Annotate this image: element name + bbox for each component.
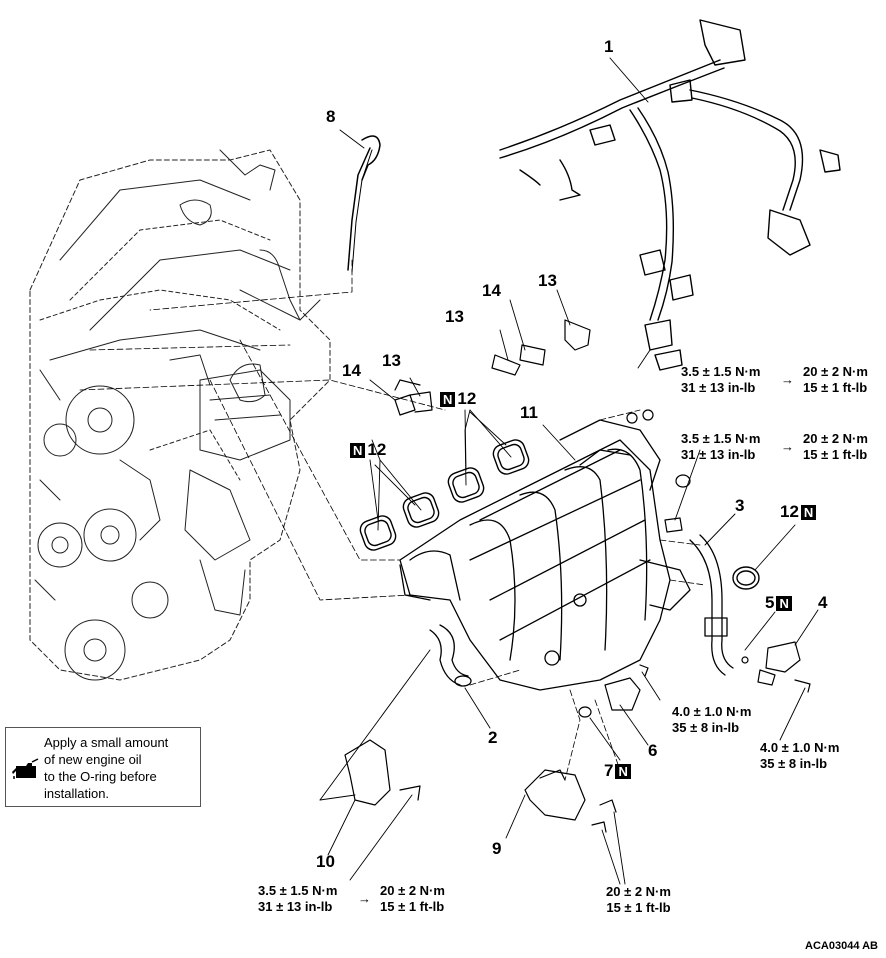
callout-9: 9 xyxy=(492,839,502,858)
callout-14-left: 14 xyxy=(342,361,361,380)
callout-13-right: 13 xyxy=(538,271,557,290)
brackets-art xyxy=(394,319,591,416)
intake-manifold-art xyxy=(399,419,691,691)
new-part-badge: N xyxy=(350,443,366,459)
torque-spec-10: 3.5 ± 1.5 N·m 31 ± 13 in-lb → 20 ± 2 N·m… xyxy=(258,883,445,914)
callout-13-mid: 13 xyxy=(445,307,464,326)
component-6-art xyxy=(578,664,649,718)
callout-8: 8 xyxy=(326,107,336,126)
torque-spec-manifold: 3.5 ± 1.5 N·m 31 ± 13 in-lb → 20 ± 2 N·m… xyxy=(681,431,868,462)
callout-14-right: 14 xyxy=(482,281,501,300)
torque-spec-9: 20 ± 2 N·m 15 ± 1 ft-lb xyxy=(606,884,671,915)
bracket-9-art xyxy=(524,769,617,833)
new-part-badge: N xyxy=(776,596,792,612)
component-4-art xyxy=(741,641,811,693)
callout-4: 4 xyxy=(818,593,828,612)
callout-2: 2 xyxy=(488,728,498,747)
torque-spec-4: 4.0 ± 1.0 N·m 35 ± 8 in-lb xyxy=(760,740,840,771)
oil-note-text: Apply a small amount of new engine oil t… xyxy=(44,735,169,801)
callout-1: 1 xyxy=(604,37,614,56)
bracket-10-art xyxy=(344,739,421,806)
arrow-right-icon: → xyxy=(781,372,794,387)
callout-6: 6 xyxy=(648,741,658,760)
dipstick-art xyxy=(149,135,381,311)
oil-can-icon xyxy=(12,758,39,779)
diagram-code: ACA03044 AB xyxy=(805,940,878,952)
oring-12-right-art xyxy=(732,566,760,590)
callout-3: 3 xyxy=(735,496,745,515)
torque-spec-upper: 3.5 ± 1.5 N·m 31 ± 13 in-lb → 20 ± 2 N·m… xyxy=(681,364,868,395)
new-part-badge: N xyxy=(615,764,631,780)
new-part-badge: N xyxy=(440,392,456,408)
alignment-lines xyxy=(79,339,706,781)
torque-spec-6: 4.0 ± 1.0 N·m 35 ± 8 in-lb xyxy=(672,704,752,735)
callout-13-left: 13 xyxy=(382,351,401,370)
oil-note-box: Apply a small amount of new engine oil t… xyxy=(5,727,201,807)
hose-2-art xyxy=(429,624,472,687)
engine-block xyxy=(29,149,331,681)
callout-11: 11 xyxy=(520,403,538,422)
wiring-harness-art xyxy=(499,19,841,371)
callout-10: 10 xyxy=(316,852,335,871)
new-part-badge: N xyxy=(800,505,817,521)
arrow-right-icon: → xyxy=(358,891,371,906)
arrow-right-icon: → xyxy=(781,439,794,454)
hose-3-art xyxy=(689,534,734,676)
leader-lines xyxy=(319,57,819,885)
